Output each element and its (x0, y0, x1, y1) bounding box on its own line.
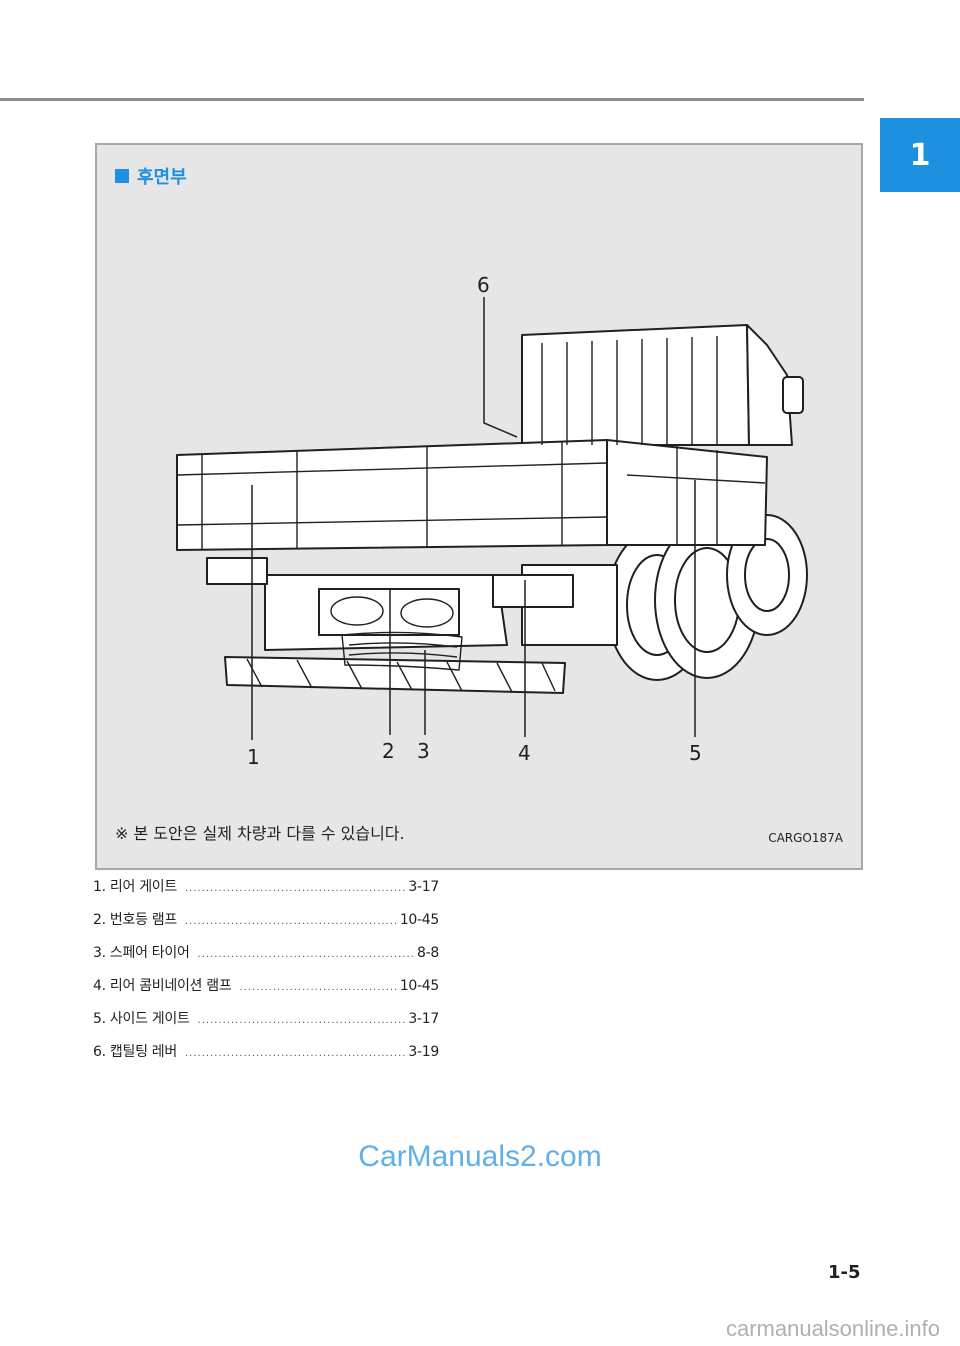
watermark-footer[interactable]: carmanualsonline.info (725, 1316, 940, 1341)
chapter-tab: 1 (880, 118, 960, 192)
figure-note: ※ 본 도안은 실제 차량과 다를 수 있습니다. (115, 824, 405, 843)
list-item-label: 1. 리어 게이트 (93, 879, 177, 895)
list-item: 3. 스페어 타이어 .............................… (93, 942, 439, 975)
leader-dots: ........................................… (184, 1048, 405, 1059)
watermark-link[interactable]: CarManuals2.com (358, 1140, 602, 1173)
list-item-page: 8-8 (417, 945, 439, 961)
figure-code: CARGO187A (768, 831, 843, 845)
parts-list: 1. 리어 게이트 ..............................… (93, 876, 439, 1074)
square-bullet-icon (115, 169, 129, 183)
list-item-label: 2. 번호등 램프 (93, 912, 177, 928)
list-item: 5. 사이드 게이트 .............................… (93, 1008, 439, 1041)
top-rule (0, 98, 864, 101)
list-item-label: 4. 리어 콤비네이션 램프 (93, 978, 232, 994)
list-item-label: 3. 스페어 타이어 (93, 945, 190, 961)
list-item: 1. 리어 게이트 ..............................… (93, 876, 439, 909)
list-item-page: 3-17 (408, 1011, 439, 1027)
list-item: 6. 캡틸팅 레버 ..............................… (93, 1041, 439, 1074)
leader-dots: ........................................… (239, 982, 396, 993)
truck-rear-illustration (176, 297, 808, 740)
list-item-label: 6. 캡틸팅 레버 (93, 1044, 177, 1060)
list-item: 2. 번호등 램프 ..............................… (93, 909, 439, 942)
leader-dots: ........................................… (197, 1015, 406, 1026)
list-item-page: 3-17 (408, 879, 439, 895)
figure-box: 후면부 (95, 143, 863, 870)
list-item: 4. 리어 콤비네이션 램프 .........................… (93, 975, 439, 1008)
callout-3: 3 (417, 739, 430, 763)
callout-1: 1 (247, 745, 260, 769)
list-item-page: 10-45 (399, 912, 439, 928)
list-item-page: 3-19 (408, 1044, 439, 1060)
list-item-label: 5. 사이드 게이트 (93, 1011, 190, 1027)
leader-dots: ........................................… (184, 916, 397, 927)
list-item-page: 10-45 (399, 978, 439, 994)
leader-dots: ........................................… (184, 883, 405, 894)
callout-6: 6 (477, 273, 490, 297)
figure-title-text: 후면부 (137, 167, 187, 188)
page-number: 1-5 (828, 1262, 861, 1283)
callout-4: 4 (518, 741, 531, 765)
callout-2: 2 (382, 739, 395, 763)
figure-title: 후면부 (115, 163, 187, 189)
callout-5: 5 (689, 741, 702, 765)
leader-dots: ........................................… (197, 949, 415, 960)
